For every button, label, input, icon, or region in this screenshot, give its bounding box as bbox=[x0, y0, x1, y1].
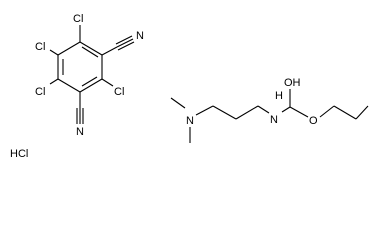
triple-bond-upper bbox=[115, 35, 133, 45]
ring-bond bbox=[79, 41, 103, 56]
bond-chain bbox=[257, 105, 270, 114]
bond-cl-right bbox=[101, 78, 114, 87]
ring-double-bond bbox=[81, 76, 98, 87]
bond-chain bbox=[212, 105, 237, 120]
atom-o-ester: O bbox=[309, 115, 318, 127]
triple-bond-upper bbox=[117, 41, 135, 51]
atom-n-amide: N bbox=[270, 114, 278, 126]
triple-bond-upper bbox=[116, 38, 134, 48]
atom-n-amine: N bbox=[186, 115, 194, 127]
propyl-carbamate: N N H OH O bbox=[170, 77, 369, 143]
bond-n-c bbox=[281, 106, 291, 113]
ring-bond bbox=[79, 78, 103, 93]
bond-propyl bbox=[355, 105, 369, 120]
atom-n-lower: N bbox=[76, 126, 84, 138]
bond-o-ch2 bbox=[319, 105, 335, 118]
atom-h-amide: H bbox=[275, 90, 283, 102]
bond-c-cn-upper bbox=[101, 46, 118, 56]
bond-methyl-1 bbox=[170, 97, 186, 109]
bond-propyl bbox=[333, 105, 357, 120]
atom-oh: OH bbox=[284, 77, 301, 89]
hcl-label: HCl bbox=[10, 148, 28, 160]
bond-c-o bbox=[289, 106, 309, 118]
ring-bond bbox=[57, 78, 81, 93]
bond-cl-lower-left bbox=[49, 78, 59, 85]
bond-chain bbox=[235, 105, 259, 120]
atom-n-upper: N bbox=[136, 30, 144, 42]
atom-cl-top: Cl bbox=[73, 13, 83, 25]
ring-double-bond bbox=[81, 46, 99, 58]
atom-cl-upper-left: Cl bbox=[35, 41, 45, 53]
ring-bond bbox=[57, 41, 81, 56]
bond-cl-upper-left bbox=[49, 49, 59, 56]
tetrachlorophthalonitrile: Cl Cl Cl Cl N N bbox=[35, 13, 144, 138]
atom-cl-right: Cl bbox=[114, 86, 124, 98]
atom-cl-lower-left: Cl bbox=[35, 86, 45, 98]
bond-chain bbox=[195, 105, 214, 116]
structure-diagram: Cl Cl Cl Cl N N HCl N N H OH O bbox=[10, 13, 369, 160]
